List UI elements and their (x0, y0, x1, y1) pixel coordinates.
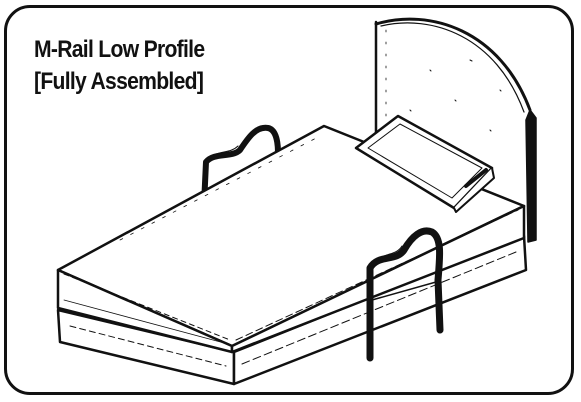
m-rail-handle-rear (201, 124, 281, 208)
headboard (374, 17, 537, 243)
figure-caption: M-Rail Low Profile [Fully Assembled] (34, 34, 205, 98)
m-rail-handle-front (366, 227, 444, 362)
mattress (56, 124, 526, 354)
caption-line-title: M-Rail Low Profile (34, 36, 205, 63)
caption-line-subtitle: [Fully Assembled] (34, 68, 204, 95)
pillow (354, 114, 495, 213)
